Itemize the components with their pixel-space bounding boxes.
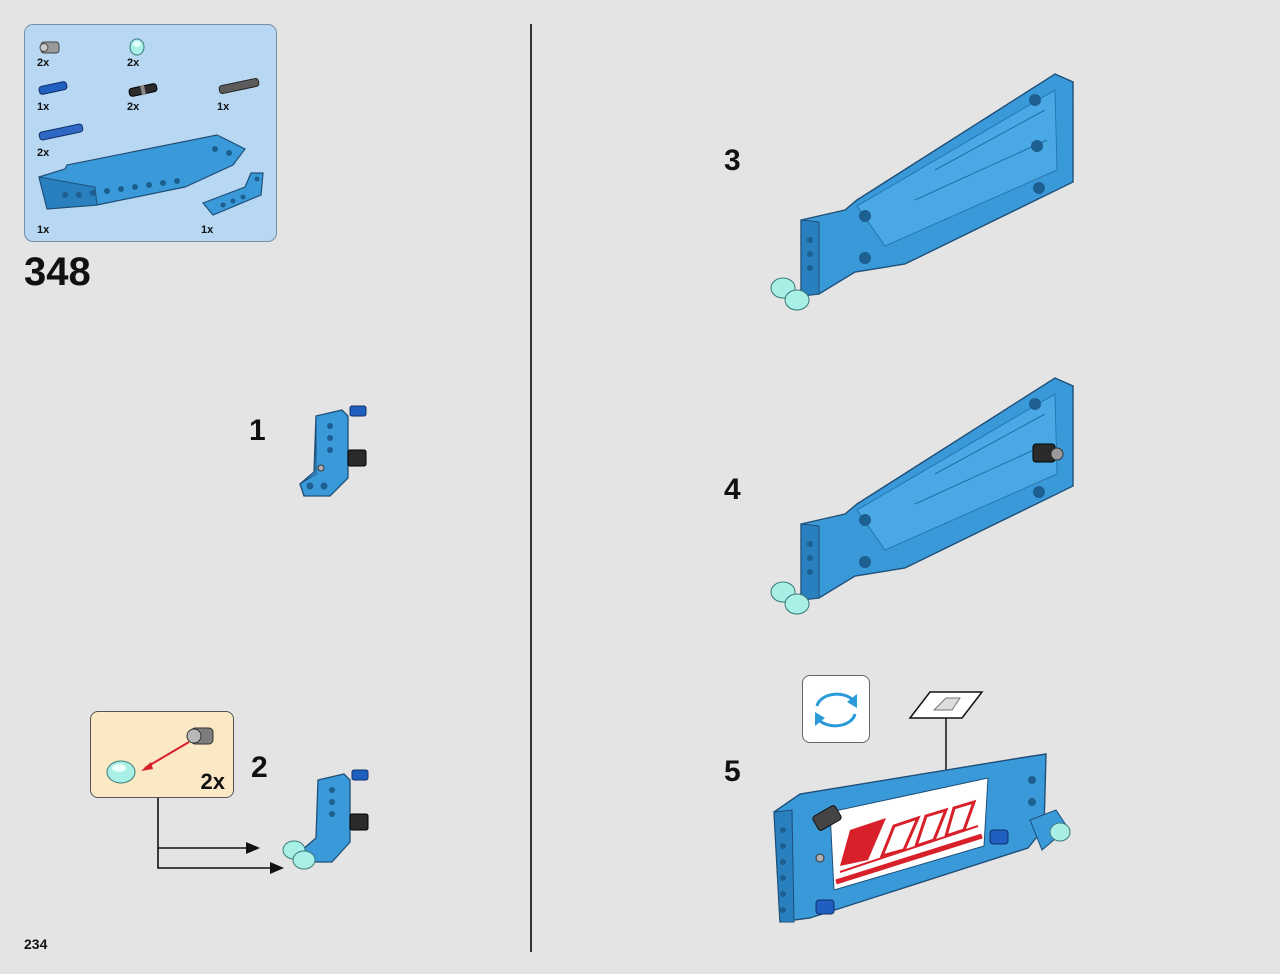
- page-divider: [530, 24, 532, 952]
- qty-blue-axle-pin: 1x: [37, 101, 50, 113]
- assembly-arrow-icon: [141, 741, 190, 771]
- callout-connector-arrows: [157, 798, 284, 874]
- qty-azure-panel: 1x: [37, 224, 50, 236]
- substep-5-assembly-illustration: [773, 753, 1071, 923]
- trans-light-blue-round-tile-icon: [106, 760, 136, 784]
- qty-trans-round: 2x: [127, 57, 140, 69]
- qty-black-pin: 2x: [127, 101, 140, 113]
- black-pin-icon: [128, 83, 158, 97]
- substep-1-assembly-illustration: [299, 405, 367, 497]
- qty-azure-beam: 1x: [201, 224, 214, 236]
- rotate-model-indicator: [802, 675, 870, 743]
- grey-bush-icon: [186, 727, 214, 745]
- callout-quantity: 2x: [200, 769, 225, 794]
- qty-grey-axle: 1x: [217, 101, 230, 113]
- substep-3-label: 3: [724, 144, 741, 177]
- page-number: 234: [24, 936, 48, 952]
- qty-blue-long-pin: 2x: [37, 147, 50, 159]
- grey-axle-icon: [218, 77, 260, 95]
- substep-4-label: 4: [724, 473, 741, 506]
- step-number: 348: [24, 250, 91, 294]
- substep-3-assembly-illustration: [770, 73, 1074, 311]
- rotate-icon: [815, 692, 857, 728]
- substep-2-label: 2: [251, 751, 268, 784]
- sticker-indicator-icon: [908, 691, 984, 780]
- parts-list: 2x 2x 1x 2x 1x 2x 1x 1x: [24, 24, 277, 242]
- callout-sub-assembly: 2x: [90, 711, 234, 798]
- blue-long-pin-icon: [38, 123, 84, 141]
- azure-bent-beam-icon: [202, 172, 264, 216]
- substep-1-label: 1: [249, 414, 266, 447]
- blue-axle-pin-icon: [38, 81, 68, 95]
- substep-4-assembly-illustration: [770, 377, 1074, 615]
- qty-grey-bush: 2x: [37, 57, 50, 69]
- grey-bush-icon: [39, 41, 60, 54]
- substep-2-assembly-illustration: [282, 769, 369, 870]
- trans-light-blue-round-tile-icon: [129, 38, 145, 56]
- substep-5-label: 5: [724, 755, 741, 788]
- azure-panel-icon: [38, 134, 246, 210]
